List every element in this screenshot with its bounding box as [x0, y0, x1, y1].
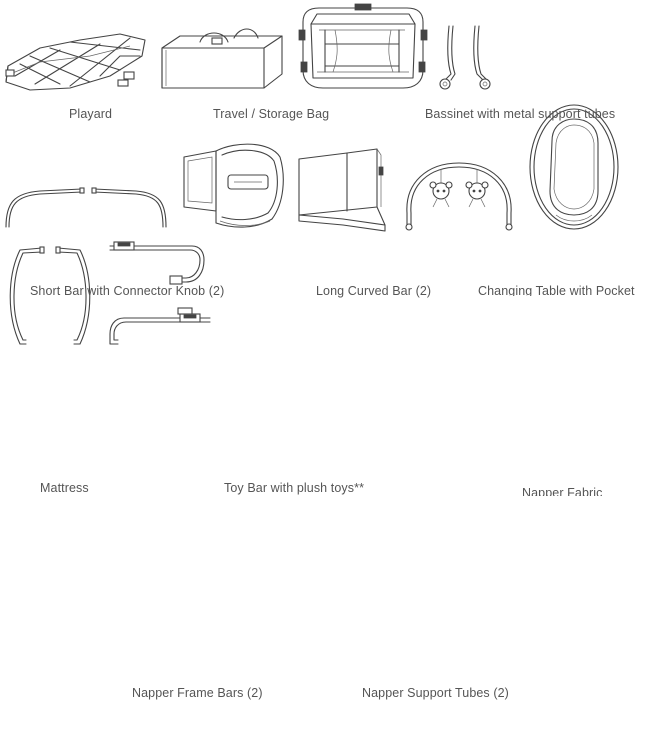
mattress-icon: [293, 147, 393, 233]
toy-bar-icon: [397, 153, 521, 233]
label-napper-support-tubes: Napper Support Tubes (2): [362, 686, 509, 700]
label-napper-fabric: Napper Fabric: [522, 486, 603, 496]
playard-icon: [0, 26, 150, 96]
label-toy-bar: Toy Bar with plush toys**: [224, 481, 364, 495]
label-napper-frame-bars: Napper Frame Bars (2): [132, 686, 263, 700]
long-curved-bar-icon: [0, 183, 172, 233]
label-short-bar: Short Bar with Connector Knob (2): [30, 284, 224, 298]
bassinet-icon: [295, 0, 431, 96]
label-playard: Playard: [69, 107, 112, 121]
label-storage-bag: Travel / Storage Bag: [213, 107, 329, 121]
storage-bag-icon: [154, 28, 290, 96]
changing-table-icon: [176, 137, 288, 233]
label-mattress: Mattress: [40, 481, 89, 495]
label-changing-table: Changing Table with Pocket: [478, 284, 635, 296]
short-bar-icon: [435, 22, 497, 96]
label-bassinet: Bassinet with metal support tubes: [425, 107, 615, 121]
label-long-curved-bar: Long Curved Bar (2): [316, 284, 431, 298]
